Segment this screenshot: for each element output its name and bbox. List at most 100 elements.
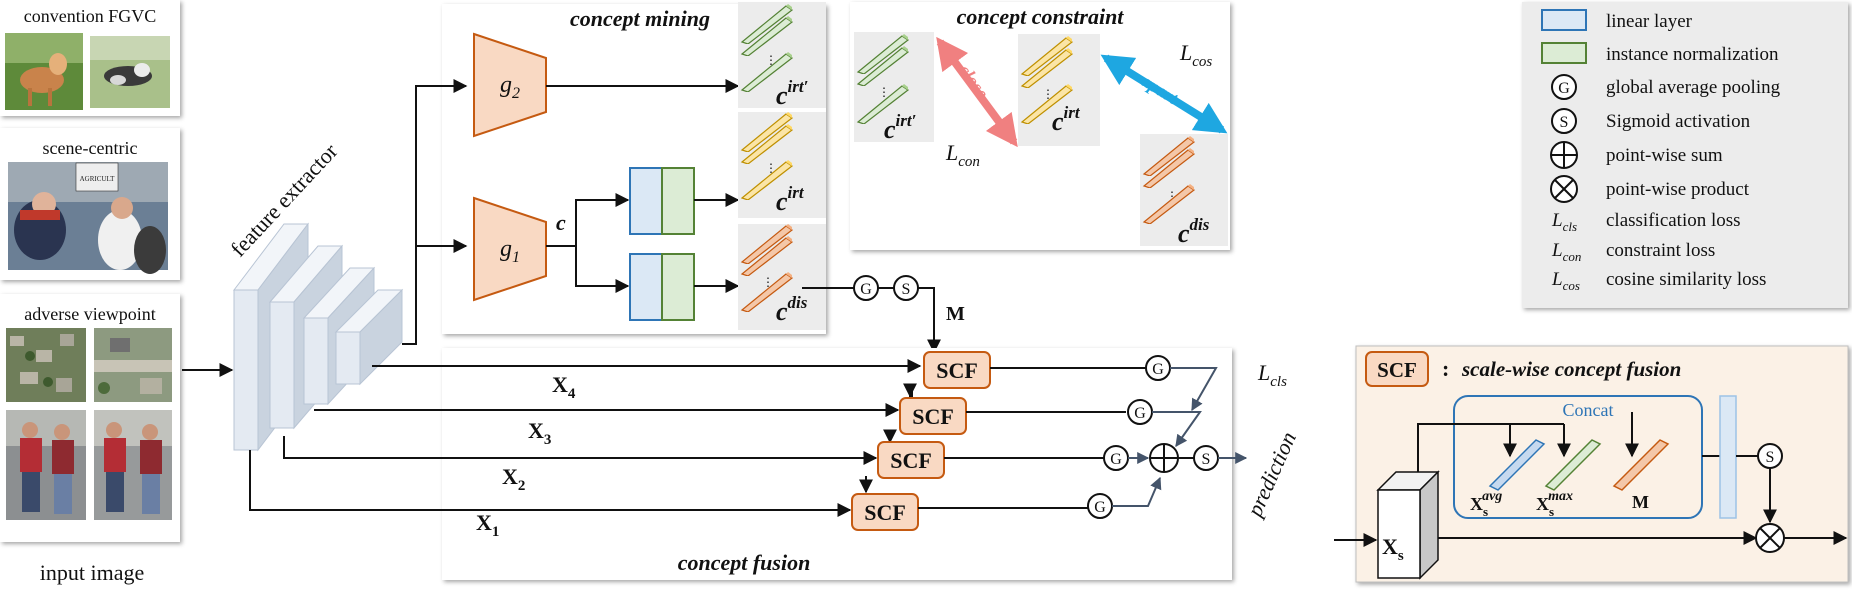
svg-text:cirt′: cirt′ [776, 77, 808, 110]
legend-con-base: L [1551, 240, 1563, 261]
xmax-sup: max [1548, 489, 1573, 504]
svg-text:Xsavg: Xsavg [1470, 489, 1502, 519]
legend-cls-base: L [1551, 210, 1563, 231]
legend-linear-swatch [1541, 9, 1587, 31]
gap-node-3-label: G [1134, 405, 1146, 422]
xs-tensor: Xs [1376, 470, 1440, 580]
concept-fusion-title: concept fusion [678, 550, 811, 575]
svg-text:X3: X3 [528, 418, 551, 448]
sum-icon [1550, 141, 1578, 169]
instance-norm-dis [661, 253, 695, 321]
x1-base: X [476, 510, 492, 535]
m-bar [1612, 439, 1670, 491]
out-irt-prime-base: c [776, 81, 788, 110]
scf-block-4: SCF [923, 351, 991, 389]
gap-node-2-label: G [1110, 451, 1122, 468]
legend-inorm-swatch [1541, 42, 1587, 64]
g2-module: g2 [473, 32, 547, 138]
xmax-sub: s [1549, 504, 1554, 519]
x3-base: X [528, 418, 544, 443]
arrow-to-g2 [402, 79, 468, 345]
legend-con-text: constraint loss [1606, 240, 1715, 261]
legend-cls-sub: cls [1563, 219, 1577, 234]
c-to-lower-branch [575, 246, 630, 293]
concept-mining-title: concept mining [570, 6, 710, 31]
extractor-block-4 [334, 288, 404, 386]
xmax-base: X [1536, 494, 1549, 514]
svg-text:g2: g2 [500, 72, 520, 102]
l-cos-base: L [1179, 40, 1192, 65]
scf-1-label: SCF [864, 500, 906, 525]
g1-sub: 1 [512, 249, 520, 266]
legend-sum-text: point-wise sum [1606, 145, 1723, 166]
legend-gap-glyph: G [1558, 80, 1570, 97]
irt-branch-layers [629, 167, 695, 235]
instance-norm-irt [661, 167, 695, 235]
legend-gap-icon [1551, 74, 1577, 100]
out-irt-base: c [776, 187, 788, 216]
m-label: M [946, 303, 965, 325]
legend-cls: Lcls classification loss [1551, 210, 1741, 234]
con-dis-sup: dis [1190, 215, 1210, 234]
legend-sig: S Sigmoid activation [1551, 108, 1751, 134]
svg-text:Lcls: Lcls [1551, 210, 1577, 234]
legend-sig-glyph: S [1560, 114, 1569, 131]
legend-linear-text: linear layer [1606, 11, 1693, 32]
stack-dis: ⋮ cdis [738, 224, 826, 330]
concept-constraint-title: concept constraint [957, 4, 1125, 29]
legend-sum: point-wise sum [1550, 141, 1723, 169]
legend-gap-text: global average pooling [1606, 77, 1781, 98]
out-dis-sup: dis [788, 293, 808, 312]
out-irt-prime-sup: irt′ [788, 77, 809, 96]
g1-base: g [500, 236, 512, 262]
legend-cos: Lcos cosine similarity loss [1551, 269, 1766, 293]
concat-label: Concat [1563, 400, 1614, 420]
out-irt-sup: irt [788, 183, 805, 202]
xs-base: X [1382, 534, 1398, 559]
detail-linear-layer [1719, 395, 1737, 519]
scf-block-3: SCF [899, 397, 967, 435]
xavg-bar [1488, 439, 1546, 491]
xavg-sup: avg [1482, 489, 1502, 504]
svg-text:Lcls: Lcls [1257, 360, 1287, 390]
stack-irt-prime: ⋮ cirt′ [738, 2, 826, 110]
legend-con: Lcon constraint loss [1551, 240, 1715, 264]
dog-image-1 [5, 33, 83, 110]
protest-sign-text: AGRICULT [80, 175, 115, 183]
scf-detail-tag-label: SCF [1377, 358, 1417, 382]
dis-branch-layers [629, 253, 695, 321]
pedestrian-image-1 [6, 410, 86, 520]
l-cls-base: L [1257, 360, 1270, 385]
scene-centric-label: scene-centric [43, 138, 138, 158]
g3-to-sum [1152, 411, 1202, 447]
legend-cos-sub: cos [1563, 278, 1580, 293]
con-irt-prime-base: c [884, 115, 896, 144]
svg-text:X2: X2 [502, 464, 525, 494]
linear-layer-irt [629, 167, 663, 235]
l-con-sub: con [958, 154, 980, 170]
con-irt-prime-sup: irt′ [896, 111, 917, 130]
x2-base: X [502, 464, 518, 489]
constraint-irt-prime: ⋮ cirt′ [854, 32, 934, 144]
svg-text:Lcos: Lcos [1179, 40, 1212, 70]
scf-2-label: SCF [890, 448, 932, 473]
input-images: convention FGVC scene-centric AGRICULT [0, 0, 180, 585]
c-to-upper-branch [546, 193, 630, 247]
legend-prod-text: point-wise product [1606, 179, 1750, 200]
detail-sigmoid-label: S [1766, 449, 1775, 466]
concept-fusion-panel [442, 348, 1232, 580]
dog-image-2 [90, 36, 170, 108]
scf-detail-title: scale-wise concept fusion [1461, 357, 1681, 381]
convention-fgvc-label: convention FGVC [24, 6, 157, 26]
scf-4-label: SCF [936, 358, 978, 383]
con-irt-base: c [1052, 107, 1064, 136]
scf-3-label: SCF [912, 404, 954, 429]
con-irt-sup: irt [1064, 103, 1081, 122]
g4-to-sum [1170, 367, 1218, 412]
svg-text:Lcos: Lcos [1551, 269, 1580, 293]
l-con-base: L [945, 140, 958, 165]
x4-sub: 4 [568, 386, 576, 402]
legend-prod: point-wise product [1550, 175, 1750, 203]
legend-sig-text: Sigmoid activation [1606, 111, 1751, 132]
